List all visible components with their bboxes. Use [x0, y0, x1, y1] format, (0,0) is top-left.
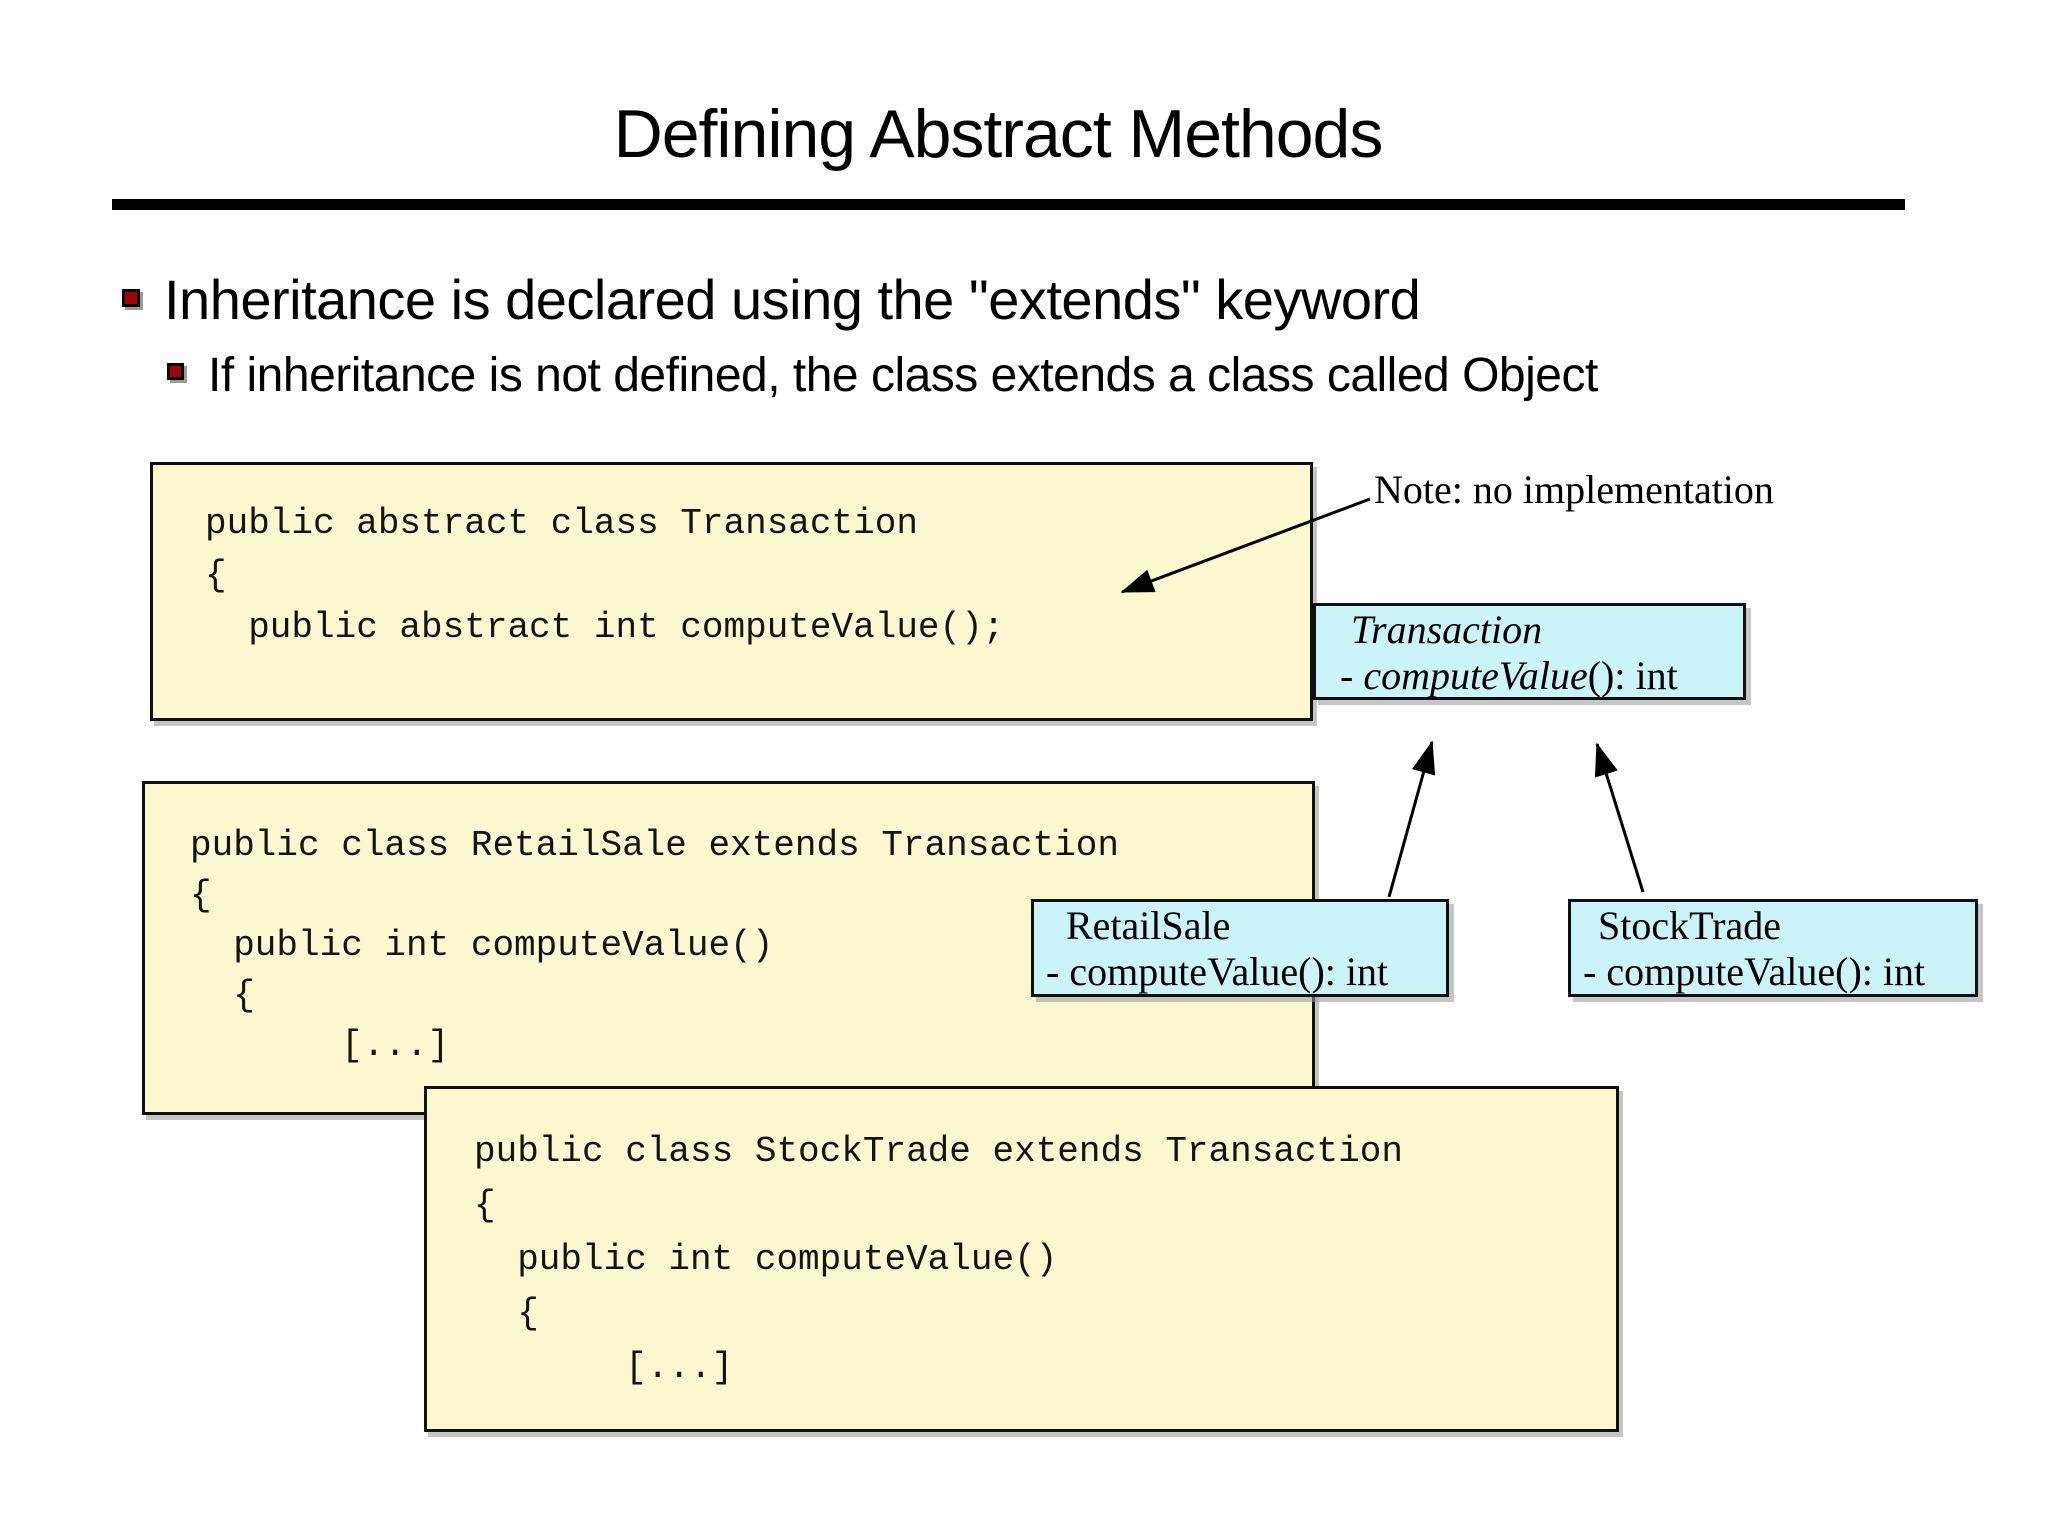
- bullet-square-icon: [122, 289, 140, 307]
- code-box-stocktrade: public class StockTrade extends Transact…: [424, 1086, 1619, 1432]
- bullet-item-level2: If inheritance is not defined, the class…: [208, 349, 1598, 402]
- uml-member: - computeValue(): int: [1340, 653, 1678, 698]
- uml-member: - computeValue(): int: [1046, 949, 1389, 994]
- uml-class-name: StockTrade: [1598, 903, 1781, 948]
- uml-class-box-transaction: Transaction- computeValue(): int: [1313, 603, 1746, 700]
- code-box-transaction: public abstract class Transaction { publ…: [150, 462, 1313, 721]
- code-text-retailsale: public class RetailSale extends Transact…: [190, 825, 1119, 1066]
- code-text-stocktrade: public class StockTrade extends Transact…: [474, 1131, 1403, 1388]
- code-text-transaction: public abstract class Transaction { publ…: [205, 503, 1005, 648]
- title-underline-rule: [112, 199, 1905, 210]
- uml-class-box-retailsale: RetailSale- computeValue(): int: [1031, 899, 1449, 997]
- uml-class-name: RetailSale: [1066, 903, 1231, 948]
- uml-class-name: Transaction: [1351, 607, 1543, 652]
- inheritance-arrow-retailsale: [1387, 740, 1436, 898]
- uml-class-box-stocktrade: StockTrade- computeValue(): int: [1568, 899, 1978, 997]
- inheritance-arrow-stocktrade: [1594, 742, 1645, 893]
- note-annotation: Note: no implementation: [1374, 467, 1774, 512]
- bullet-item-level1: Inheritance is declared using the "exten…: [164, 268, 1421, 331]
- slide-title: Defining Abstract Methods: [613, 96, 1384, 172]
- bullet-square-icon: [167, 363, 184, 380]
- uml-member: - computeValue(): int: [1583, 949, 1926, 994]
